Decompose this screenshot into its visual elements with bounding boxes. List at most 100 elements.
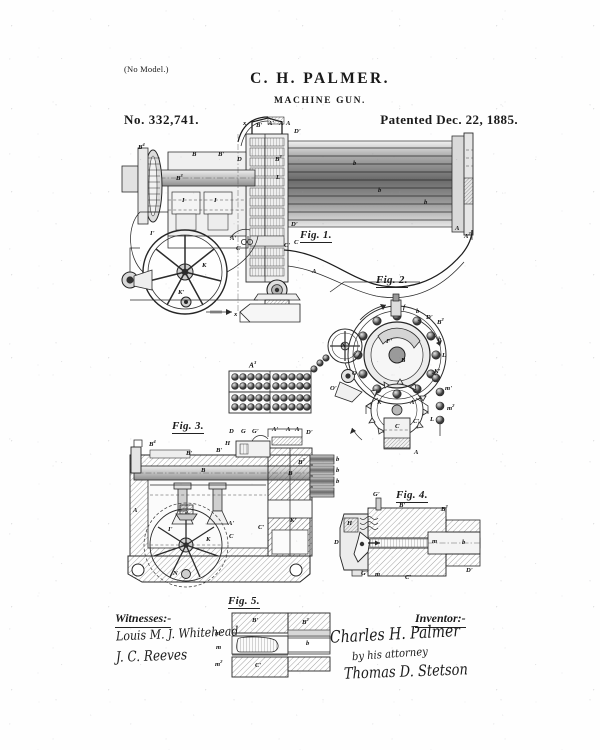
ref-fig1-Dp2: D' xyxy=(291,221,298,228)
fig2-drawing xyxy=(327,281,447,450)
fig3-breech-section xyxy=(149,428,335,557)
ref-fig1-A2: A2 xyxy=(464,231,471,241)
ref-fig1-b2: b xyxy=(378,187,382,194)
witnesses-label: Witnesses:- xyxy=(115,611,172,628)
ref-fig3-Gp: G' xyxy=(252,428,259,435)
fig2-feed-chain xyxy=(431,372,445,436)
ref-fig5-m: m xyxy=(216,644,222,651)
patent-date: Patented Dec. 22, 1885. xyxy=(380,112,518,127)
ref-fig3-b2: b xyxy=(336,467,340,474)
fig5-label: Fig. 5. xyxy=(228,595,260,609)
ref-magazine-A3: A3 xyxy=(249,360,257,370)
ref-fig2-b2: b xyxy=(438,336,442,343)
fig1-left-pivot-arm xyxy=(121,247,153,291)
ref-fig1-A-a: A xyxy=(279,120,284,127)
ref-fig2-C: C xyxy=(395,423,400,430)
fig2-cartridge-ring xyxy=(353,311,441,399)
ref-fig1-Cp: C' xyxy=(284,242,291,249)
ref-fig1-b3: b xyxy=(424,199,428,206)
ref-fig1-A-b: A xyxy=(286,120,291,127)
ref-fig3-Ap: A' xyxy=(272,426,279,433)
ref-fig4-B2: B2 xyxy=(441,504,448,514)
ref-fig3-A-l: A xyxy=(133,507,138,514)
ref-fig2-b1: b xyxy=(416,308,420,315)
ref-fig3-b3: b xyxy=(336,478,340,485)
ref-fig4-m1: m xyxy=(375,571,381,578)
ref-fig3-K: K xyxy=(206,536,211,543)
ref-fig2-L2: L xyxy=(430,416,435,423)
ref-fig2-Fp: F' xyxy=(386,338,393,345)
fig1-base-rail xyxy=(130,134,258,315)
ref-fig2-m2: m2 xyxy=(447,403,455,413)
ref-fig3-D: D xyxy=(229,428,234,435)
fig1-label: Fig. 1. xyxy=(300,229,332,243)
ref-fig3-Bp2: B' xyxy=(216,447,223,454)
ref-fig5-mp: m' xyxy=(215,630,222,637)
fig4-drawing xyxy=(339,497,481,577)
ref-fig4-Cp: C' xyxy=(405,574,412,581)
fig4-label: Fig. 4. xyxy=(396,489,428,503)
ref-fig1-I2: I xyxy=(214,197,217,204)
fig1-cradle-arm xyxy=(283,229,473,299)
ref-fig3-A1: A xyxy=(286,426,291,433)
inventor-name-heading: C. H. PALMER. xyxy=(250,70,390,87)
ref-fig2-N: N xyxy=(341,342,346,349)
ref-fig1-x2: x xyxy=(234,311,238,318)
inventor-label: Inventor:- xyxy=(415,611,466,628)
fig2-label: Fig. 2. xyxy=(376,274,408,288)
ref-fig1-Dp1: D' xyxy=(294,128,301,135)
witness-signature-2: J. C. Reeves xyxy=(115,646,188,666)
ref-fig2-B: B xyxy=(401,357,406,364)
magazine-cartridge-rows xyxy=(231,373,311,411)
fig3-label: Fig. 3. xyxy=(172,420,204,434)
ref-fig1-x: x xyxy=(243,120,247,127)
patent-number: No. 332,741. xyxy=(124,112,200,127)
ref-fig3-b1: b xyxy=(336,456,340,463)
fig3-drawing xyxy=(127,428,335,588)
ref-fig4-H: H xyxy=(347,520,353,527)
fig5-drawing xyxy=(231,612,331,678)
ref-fig3-Dp: D' xyxy=(306,429,313,436)
ref-fig4-m2: m xyxy=(432,538,438,545)
ref-fig1-Bp2: B' xyxy=(218,151,225,158)
ref-fig5-b: b xyxy=(306,640,310,647)
ref-fig2-B2: B2 xyxy=(437,317,444,327)
ref-fig2-Op: O' xyxy=(330,385,337,392)
ref-fig5-m2: m2 xyxy=(215,659,223,669)
ref-fig2-A: A xyxy=(414,449,419,456)
fig1-lower-breech-detail xyxy=(229,228,253,245)
no-model-note: (No Model.) xyxy=(124,64,169,74)
ref-fig1-L: L xyxy=(276,174,281,181)
ref-fig4-Bp: B' xyxy=(399,502,406,509)
ref-fig2-L1: L xyxy=(442,352,447,359)
fig1-receiver-frame xyxy=(121,147,285,249)
ref-fig3-Cp: C' xyxy=(258,524,265,531)
magazine-feed-chain xyxy=(310,354,330,373)
ref-fig2-K: K xyxy=(377,399,382,406)
fig1-trunnion-mount xyxy=(239,279,301,323)
ref-fig4-b: b xyxy=(462,539,466,546)
ref-fig2-Cp: C' xyxy=(413,418,420,425)
ref-fig4-Gp2: G' xyxy=(361,570,368,577)
ref-fig1-Ip: I' xyxy=(150,230,155,237)
ref-fig1-Kp: K' xyxy=(178,289,185,296)
ref-fig4-D: D xyxy=(334,539,339,546)
ref-fig1-B4: B4 xyxy=(138,142,145,152)
ref-fig2-Ap: A' xyxy=(410,399,417,406)
fig1-crank-flywheel xyxy=(130,211,259,315)
ref-fig1-K: K xyxy=(202,262,207,269)
ref-fig2-mp: m' xyxy=(445,385,452,392)
ref-fig4-Dp: D' xyxy=(466,567,473,574)
ref-fig1-B: B xyxy=(192,151,197,158)
fig3-internal-flywheel xyxy=(143,502,229,588)
ref-fig1-C1: C xyxy=(236,245,241,252)
ref-fig2-Dp: D' xyxy=(426,314,433,321)
ref-fig1-I1: I xyxy=(182,197,185,204)
ref-fig5-Cp: C' xyxy=(255,662,262,669)
fig1-barrel-cluster xyxy=(287,132,474,236)
ref-fig3-C: C xyxy=(229,533,234,540)
ref-fig3-Ap2: A' xyxy=(228,520,235,527)
ref-fig1-B2: B2 xyxy=(275,154,282,164)
ref-fig2-O: O xyxy=(352,370,357,377)
